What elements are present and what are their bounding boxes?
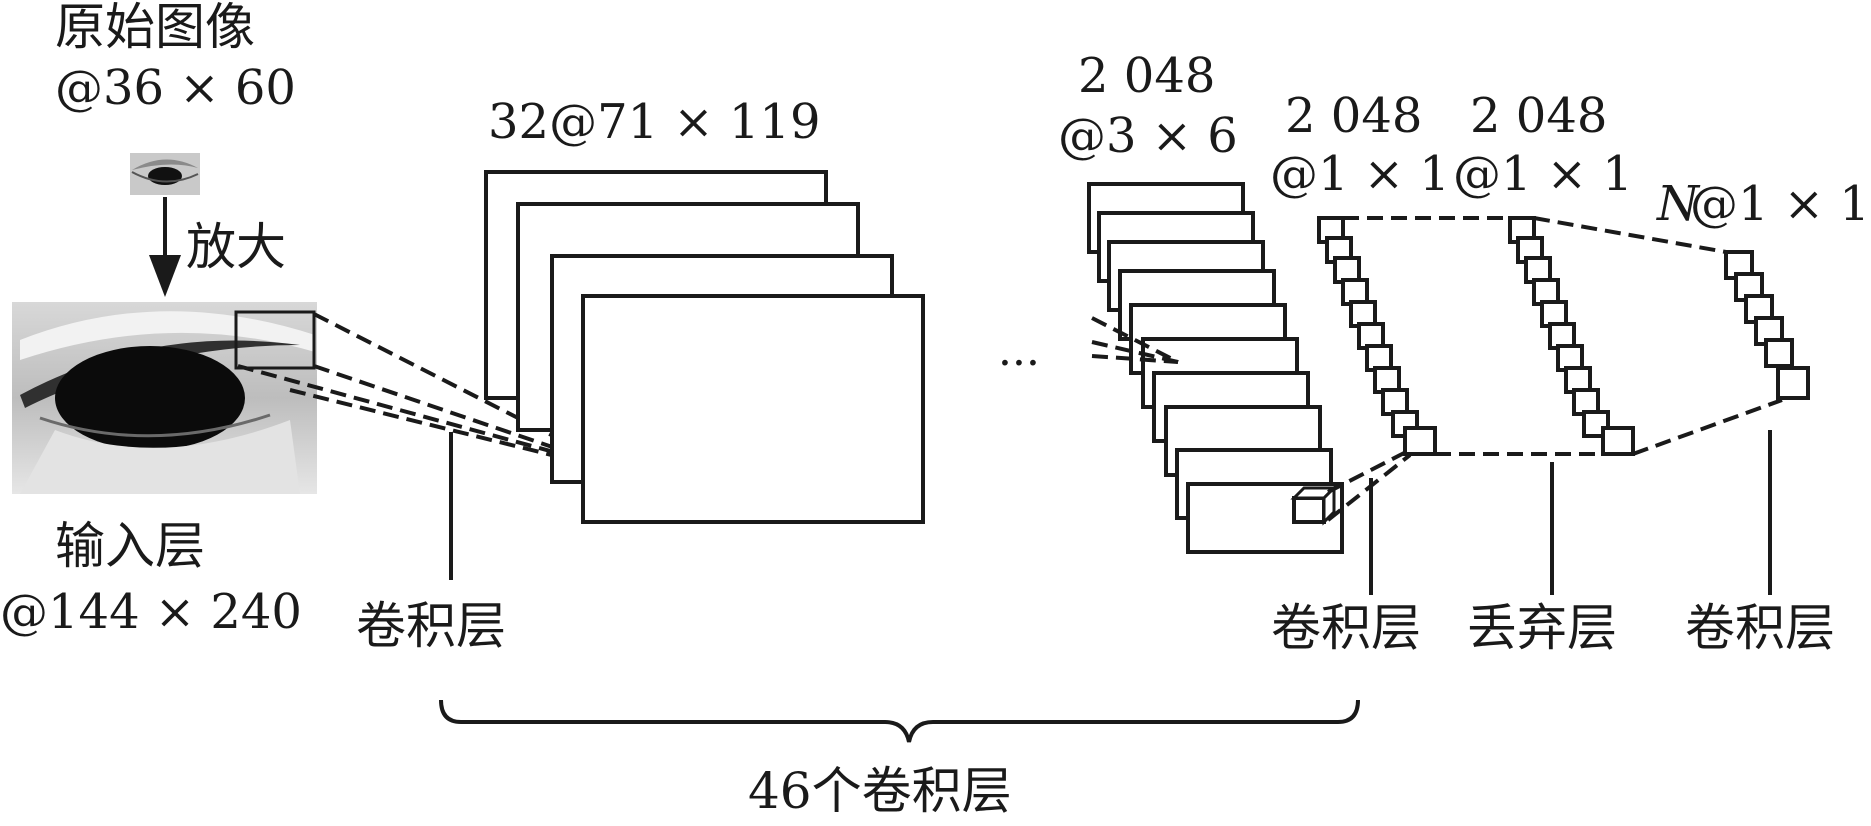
conv-last-vector [1317,216,1437,456]
input-eye-image [12,302,317,494]
original-image-size: @36 × 60 [55,60,296,116]
conv-last-size-line2: @1 × 1 [1270,146,1450,202]
original-image-title: 原始图像 [55,0,255,56]
deep-feature-stack [1087,182,1344,554]
input-layer-size: @144 × 240 [0,584,302,640]
ellipsis: ··· [998,338,1040,389]
brace-label: 46个卷积层 [748,762,1012,820]
kernel-cube [1290,484,1338,526]
conv-last-label: 卷积层 [1271,599,1421,657]
vector-connector-lines [1343,216,1783,456]
dropout-vector [1508,216,1635,456]
enlarge-arrow [149,197,181,297]
dropout-size-line1: 2 048 [1470,88,1607,144]
dropout-label: 丢弃层 [1467,599,1617,657]
deep-stack-size-line1: 2 048 [1078,48,1215,104]
original-eye-thumbnail [130,153,200,195]
feature-map [581,294,925,524]
conv1-label: 卷积层 [356,597,506,655]
input-layer-label: 输入层 [55,517,205,575]
deep-stack-projection-lines [1091,316,1179,364]
output-conv-label: 卷积层 [1685,599,1835,657]
output-vector [1724,250,1810,400]
dropout-size-line2: @1 × 1 [1453,146,1633,202]
conv1-feature-stack [484,170,925,524]
deep-stack-size-line2: @3 × 6 [1058,108,1238,164]
enlarge-label: 放大 [186,218,286,276]
output-size-prefix: N [1656,176,1701,232]
conv1-size: 32@71 × 119 [488,94,821,150]
conv-last-size-line1: 2 048 [1285,88,1422,144]
layer-brace [439,699,1360,743]
output-size: @1 × 1 [1690,176,1870,232]
